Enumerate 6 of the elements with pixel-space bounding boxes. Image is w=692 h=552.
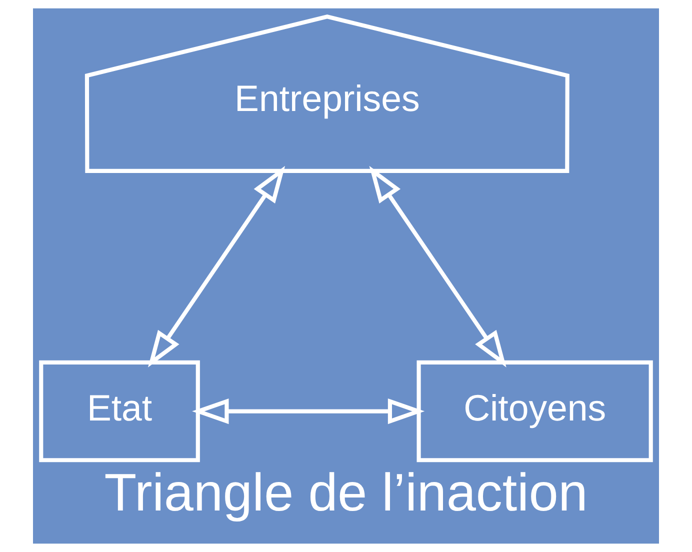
- arrow: [192, 398, 425, 424]
- diagram-title: Triangle de l’inaction: [104, 464, 588, 523]
- arrow: [148, 166, 286, 368]
- node-box: Citoyens: [416, 360, 653, 462]
- arrow: [369, 166, 506, 368]
- node-box: Etat: [39, 360, 200, 462]
